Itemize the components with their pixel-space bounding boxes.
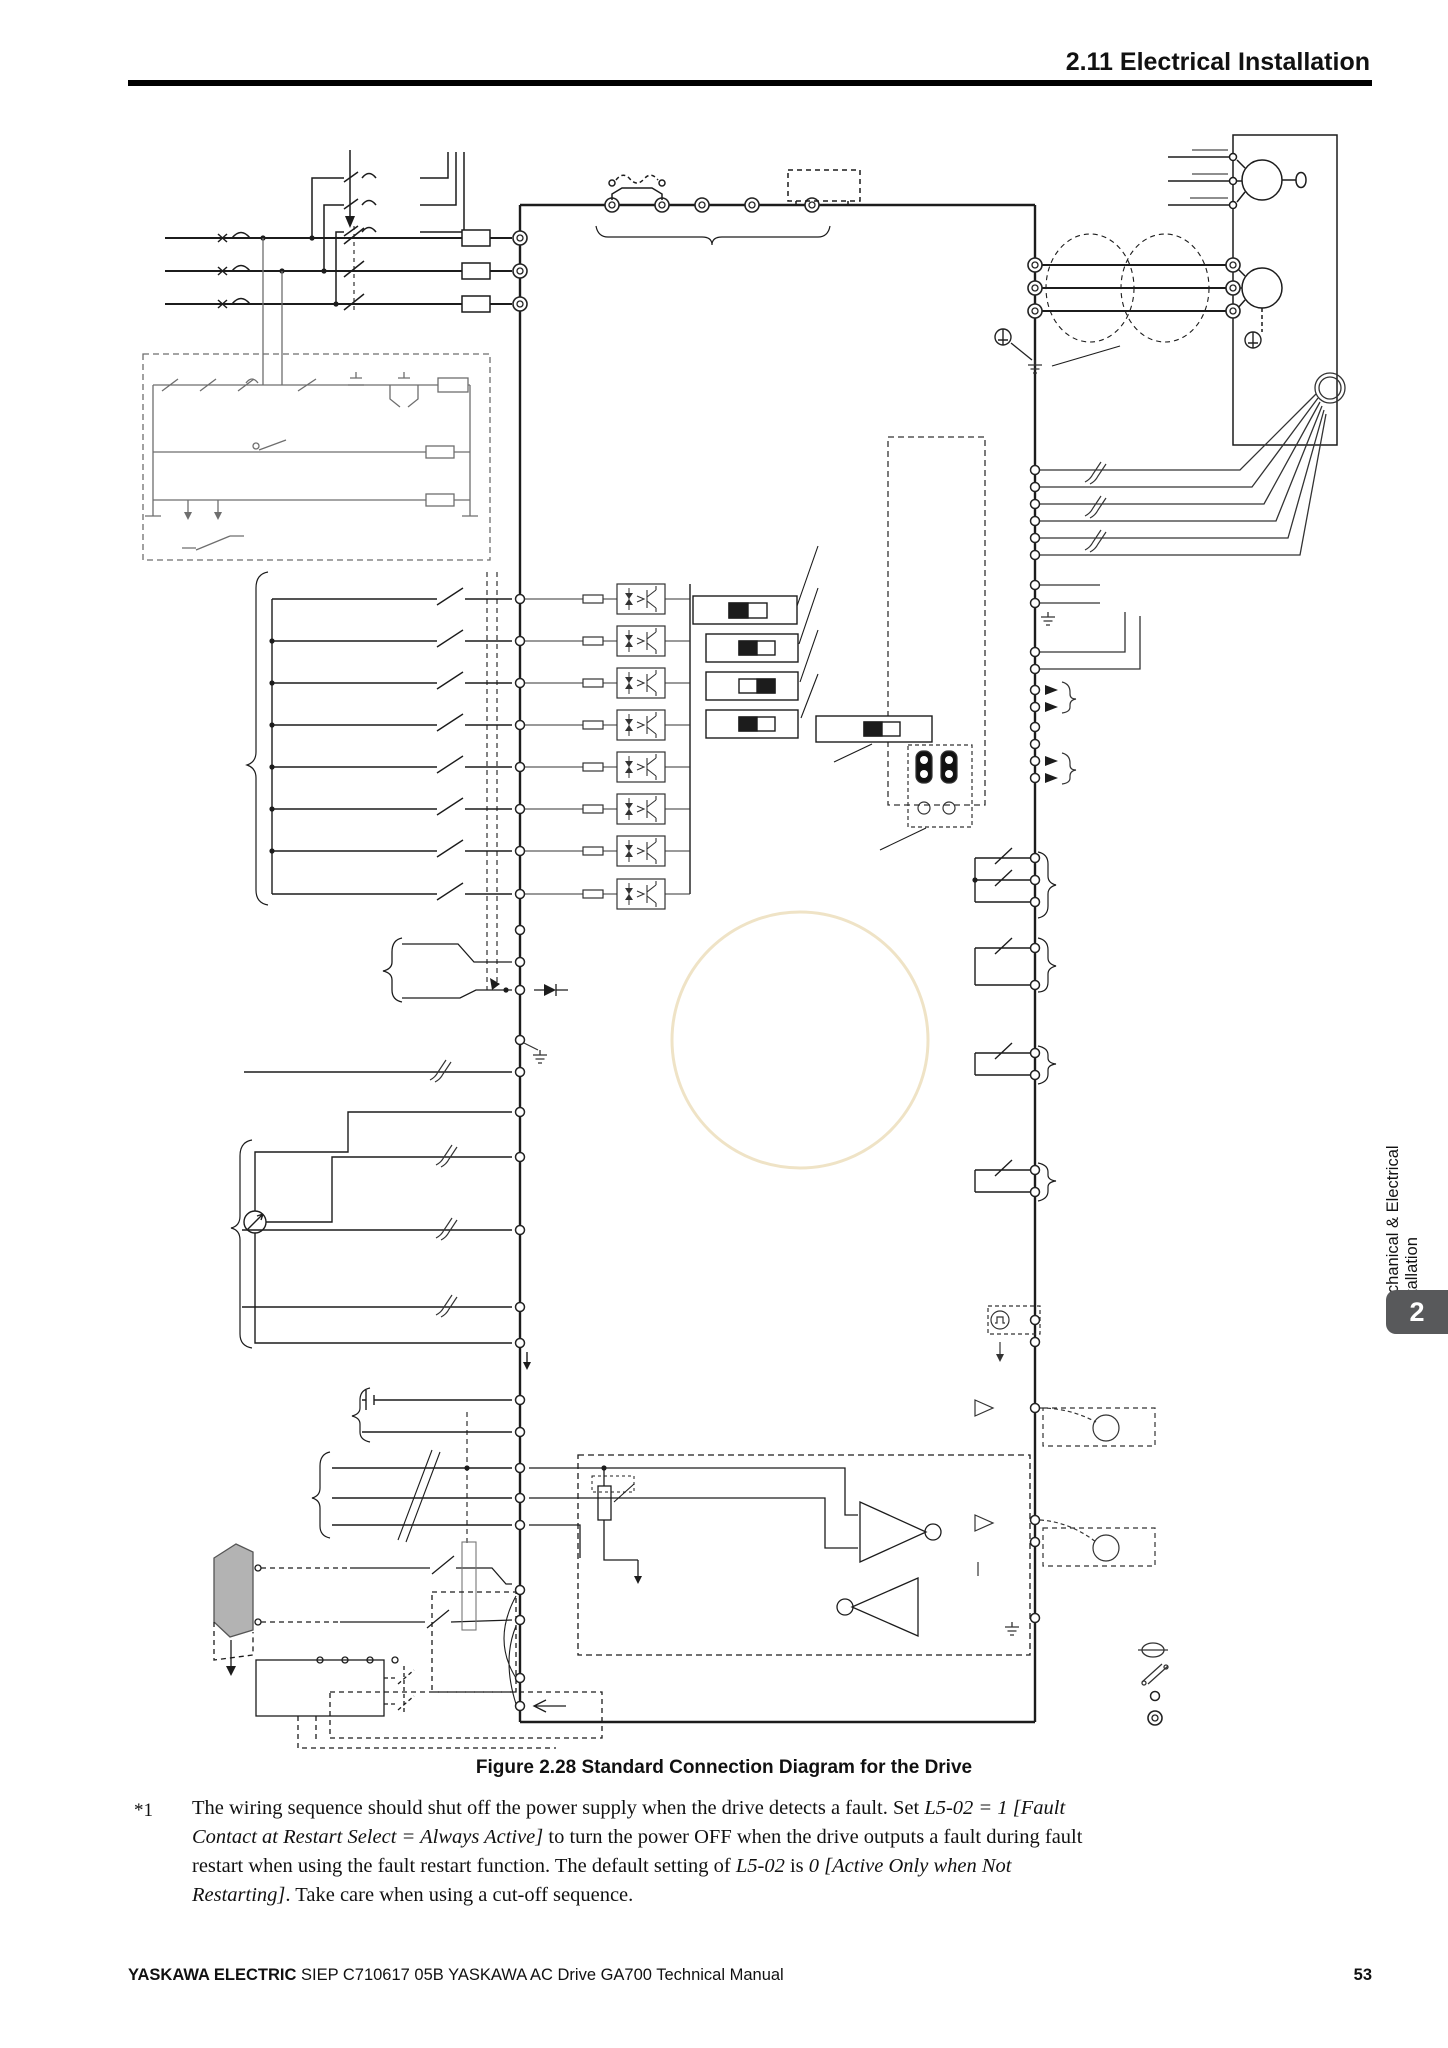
footnote-marker: *1 [134, 1800, 153, 1821]
watermark-seal [670, 910, 930, 1170]
header-rule [128, 80, 1372, 86]
footer-doc: SIEP C710617 05B YASKAWA AC Drive GA700 … [296, 1966, 784, 1984]
footnote-line3: restart when using the fault restart fun… [192, 1855, 1012, 1877]
footnote-line1: The wiring sequence should shut off the … [192, 1797, 1066, 1819]
footnote-line2: Contact at Restart Select = Always Activ… [192, 1826, 1083, 1848]
footer-publisher: YASKAWA ELECTRIC [128, 1966, 297, 1984]
page-footer: YASKAWA ELECTRIC SIEP C710617 05B YASKAW… [128, 1966, 1372, 1985]
figure-caption: Figure 2.28 Standard Connection Diagram … [475, 1757, 973, 1778]
chapter-badge: 2 [1386, 1290, 1448, 1334]
footer-page-number: 53 [1353, 1966, 1372, 1984]
footnote-1: *1 The wiring sequence should shut off t… [134, 1794, 1372, 1910]
section-heading: 2.11 Electrical Installation [1065, 48, 1370, 76]
footnote-line4: Restarting]. Take care when using a cut-… [192, 1884, 634, 1906]
